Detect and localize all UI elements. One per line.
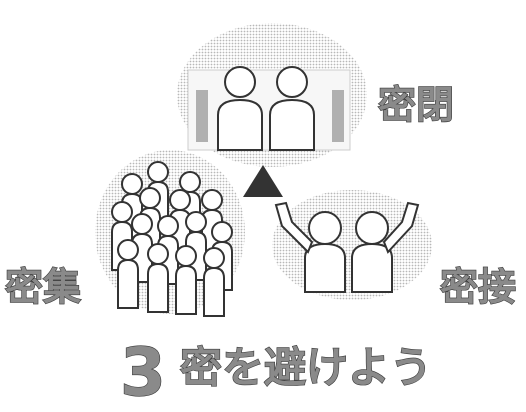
slogan-number: 3 (120, 334, 166, 411)
person-icon (147, 243, 169, 313)
person-icon (117, 239, 139, 309)
person-icon (351, 201, 420, 293)
person-icon (274, 201, 346, 293)
center-triangle-icon (243, 165, 283, 197)
label-close-contact: 密接 (440, 265, 516, 309)
slogan-text: 密を避けよう (180, 343, 432, 392)
label-crowded-places: 密集 (5, 265, 81, 309)
close-contact-scene (272, 190, 432, 300)
wall-stripe-left (196, 90, 208, 142)
person-icon (175, 245, 197, 315)
crowd-group (111, 161, 233, 317)
person-icon (217, 66, 263, 151)
person-icon (269, 66, 315, 151)
closed-space-scene (177, 23, 367, 167)
crowded-place-scene (95, 150, 245, 317)
label-closed-spaces: 密閉 (378, 83, 454, 127)
person-icon (203, 247, 225, 317)
wall-stripe-right (332, 90, 344, 142)
